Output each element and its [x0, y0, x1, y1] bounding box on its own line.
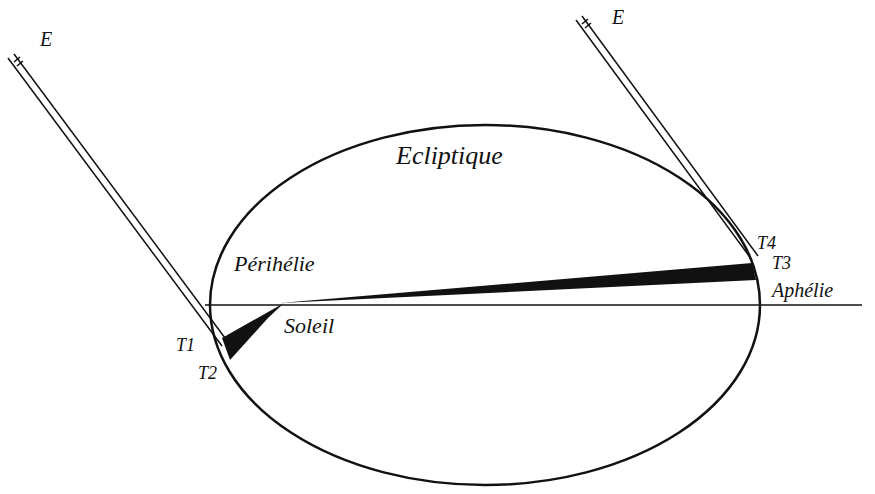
perihelion-wedge	[222, 303, 284, 360]
position-label: T3	[772, 254, 791, 274]
position-label: T1	[176, 336, 195, 356]
left-telescope	[8, 54, 228, 346]
sun-label: Soleil	[284, 314, 334, 338]
ecliptic-label: Ecliptique	[396, 142, 503, 171]
position-label: T2	[198, 364, 217, 384]
telescope-label: E	[40, 28, 52, 50]
telescope-label: E	[612, 6, 624, 28]
aphelion-label: Aphélie	[772, 279, 833, 301]
right-telescope	[576, 16, 758, 260]
apse-line	[205, 304, 862, 306]
perihelion-label: Périhélie	[234, 252, 315, 276]
aphelion-wedge	[280, 263, 756, 303]
position-label: T4	[757, 234, 776, 254]
